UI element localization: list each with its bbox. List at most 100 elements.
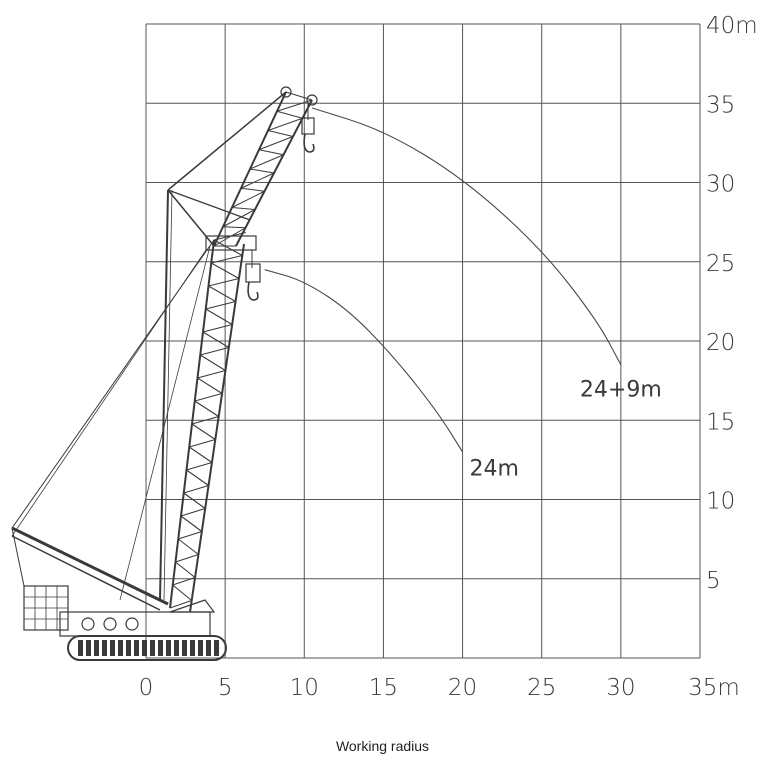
jib-tip-sheave xyxy=(280,86,292,98)
crane-member xyxy=(205,300,236,310)
crane-member xyxy=(249,168,275,174)
y-tick-label: 10 xyxy=(706,489,735,515)
track-link xyxy=(86,640,91,656)
crane-member xyxy=(172,584,193,601)
crane-member xyxy=(202,331,230,348)
crane-member xyxy=(175,561,196,578)
crane-member xyxy=(169,599,192,609)
crane-member xyxy=(267,130,294,137)
crane-member xyxy=(167,189,251,221)
crane-member xyxy=(167,91,287,191)
x-tick-label: 20 xyxy=(448,675,477,701)
curve-label: 24m xyxy=(470,457,519,482)
track-link xyxy=(190,640,195,656)
y-tick-label: 35 xyxy=(706,92,735,118)
crane-member xyxy=(178,530,202,540)
crane-member xyxy=(197,369,226,379)
track-link xyxy=(158,640,163,656)
crane-member xyxy=(249,154,284,170)
crawler-crane-drawing xyxy=(11,86,318,661)
crane-member xyxy=(211,254,243,264)
crane-member xyxy=(189,243,245,613)
jib-tip-sheave xyxy=(306,94,318,106)
x-tick-label: 25 xyxy=(527,675,556,701)
x-tick-label: 0 xyxy=(139,675,154,701)
crane-member xyxy=(240,172,275,189)
crane-member xyxy=(191,423,216,440)
crane-member xyxy=(258,136,294,151)
axis-ticks: 0 5 10 15 20 25 30 35m 5 10 15 20 25 30 35 40m xyxy=(139,13,758,701)
track-link xyxy=(126,640,131,656)
crane-member xyxy=(258,149,284,156)
crane-member xyxy=(183,484,209,494)
crane-member xyxy=(231,190,265,208)
x-tick-label: 15 xyxy=(369,675,398,701)
y-tick-label: 20 xyxy=(706,330,735,356)
crane-member xyxy=(200,346,229,356)
crane-member xyxy=(180,515,203,532)
crane-member xyxy=(208,277,240,287)
track-link xyxy=(206,640,211,656)
crane-member xyxy=(11,527,25,587)
crane-member xyxy=(208,285,236,302)
crane-member xyxy=(202,323,233,333)
x-tick-label: 5 xyxy=(218,675,233,701)
track-link xyxy=(198,640,203,656)
x-tick-label: 10 xyxy=(290,675,319,701)
track-link xyxy=(150,640,155,656)
crane-member xyxy=(191,415,219,425)
crane-member xyxy=(177,538,199,555)
crane-member xyxy=(163,189,173,601)
track-link xyxy=(102,640,107,656)
track-link xyxy=(214,640,219,656)
track-link xyxy=(78,640,83,656)
hook xyxy=(247,281,259,301)
y-tick-label: 5 xyxy=(706,568,721,594)
crane-member xyxy=(197,377,223,394)
y-tick-label: 40m xyxy=(706,13,758,39)
crane-member xyxy=(231,207,256,210)
roller xyxy=(103,617,117,631)
track-link xyxy=(94,640,99,656)
roller xyxy=(81,617,95,631)
crane-member xyxy=(199,354,226,371)
range-curve-24m xyxy=(264,269,464,453)
crane-member xyxy=(11,249,207,537)
y-tick-label: 25 xyxy=(706,251,735,277)
crane-member xyxy=(276,99,313,112)
y-tick-label: 30 xyxy=(706,172,735,198)
crane-member xyxy=(189,438,216,448)
x-tick-label: 35m xyxy=(688,675,740,701)
crane-member xyxy=(159,189,169,601)
jib-hook xyxy=(303,133,315,153)
curve-label: 24+9m xyxy=(580,377,662,402)
crane-member xyxy=(175,553,199,563)
crane-member xyxy=(210,262,240,279)
crane-body xyxy=(59,611,211,637)
y-tick-label: 15 xyxy=(706,409,735,435)
crane-member xyxy=(222,209,256,228)
crane-member xyxy=(222,226,246,229)
crane-member xyxy=(186,469,209,486)
crane-member xyxy=(188,446,213,463)
x-tick-label: 30 xyxy=(606,675,635,701)
crane-member xyxy=(11,526,169,606)
track-link xyxy=(118,640,123,656)
crane-member xyxy=(172,576,196,586)
working-range-curves: 24m 24+9m xyxy=(264,107,662,482)
roller xyxy=(125,617,139,631)
crane-member xyxy=(119,245,211,601)
track-link xyxy=(174,640,179,656)
cab xyxy=(169,599,216,613)
crane-member xyxy=(194,400,219,417)
crane-member xyxy=(240,187,265,192)
jib-hook-block xyxy=(301,117,315,135)
crane-member xyxy=(167,189,215,247)
range-curve-24-9m xyxy=(312,107,622,366)
crane-member xyxy=(213,239,243,256)
track-link xyxy=(110,640,115,656)
track-link xyxy=(134,640,139,656)
crane-member xyxy=(11,535,161,611)
crane-member xyxy=(180,507,206,517)
